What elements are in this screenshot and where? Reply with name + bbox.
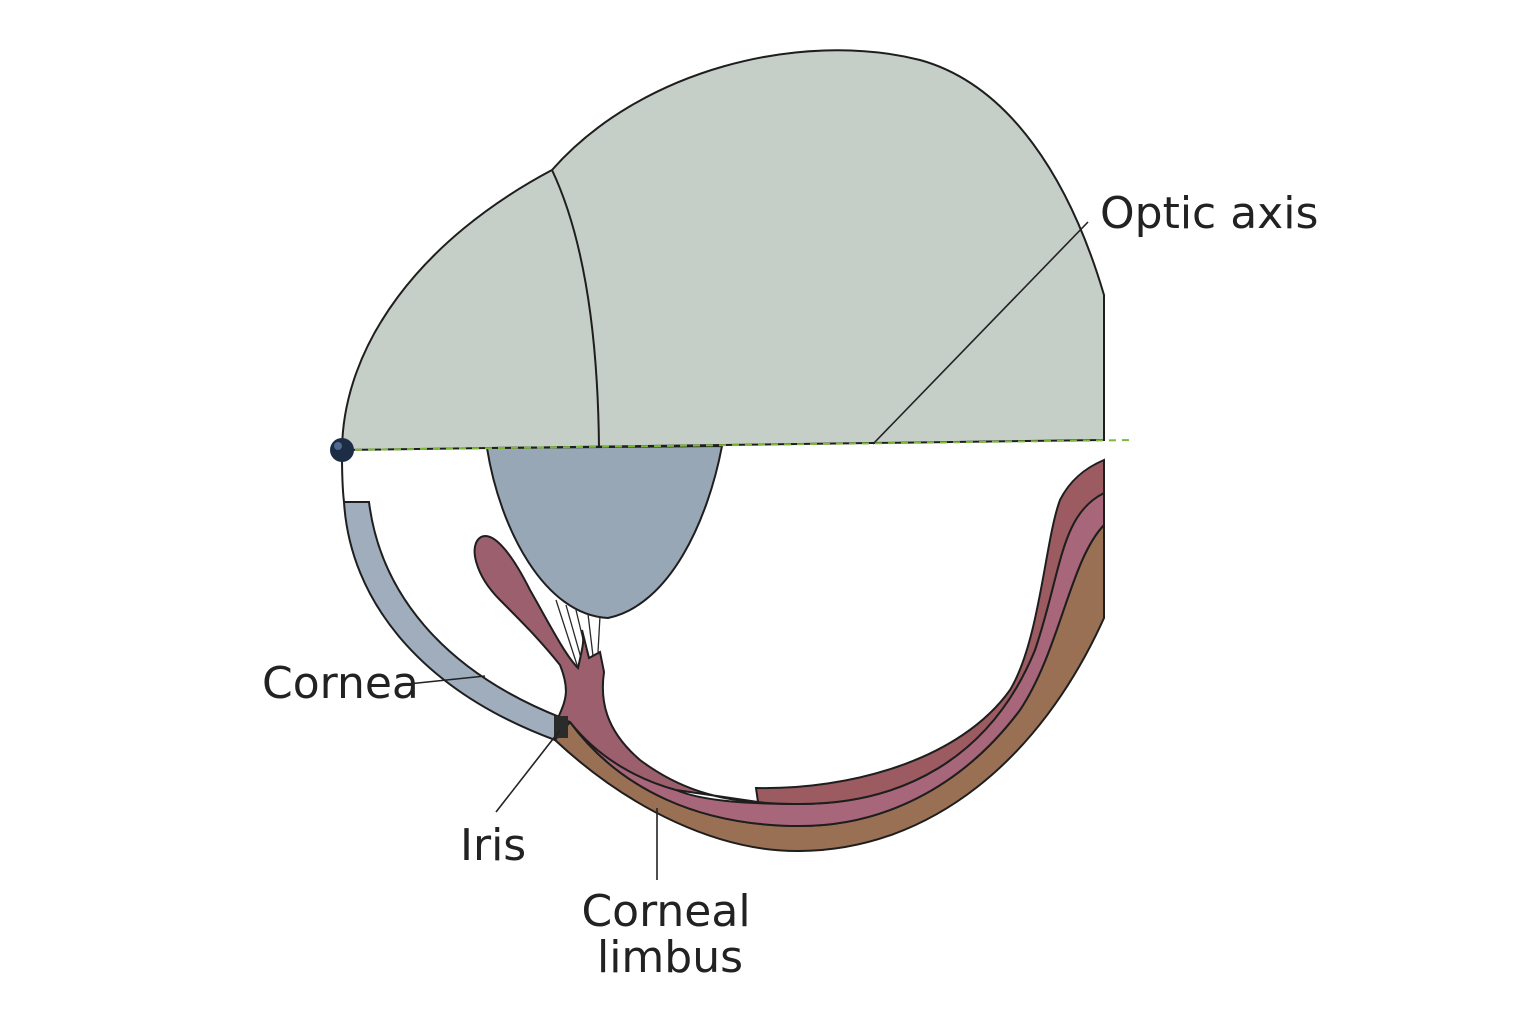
label-iris: Iris xyxy=(460,820,526,871)
iris-leader xyxy=(495,729,561,813)
label-corneal-limbus-line1: Corneal xyxy=(581,886,750,937)
label-cornea: Cornea xyxy=(262,658,419,709)
lens xyxy=(485,444,724,620)
label-corneal-limbus-line2: limbus xyxy=(597,932,743,983)
upper-segment-divider xyxy=(551,169,600,449)
optic-axis-leader xyxy=(872,221,1089,445)
optic-axis-line xyxy=(341,439,1136,451)
label-optic-axis: Optic axis xyxy=(1100,188,1318,239)
choroid-band xyxy=(754,458,1105,806)
iris-tissue xyxy=(473,534,759,803)
cornea-leader xyxy=(407,675,486,685)
upper-globe-region xyxy=(340,49,1105,452)
globe-lower-anterior-outline xyxy=(341,454,345,503)
anterior-pole-marker xyxy=(330,438,354,462)
